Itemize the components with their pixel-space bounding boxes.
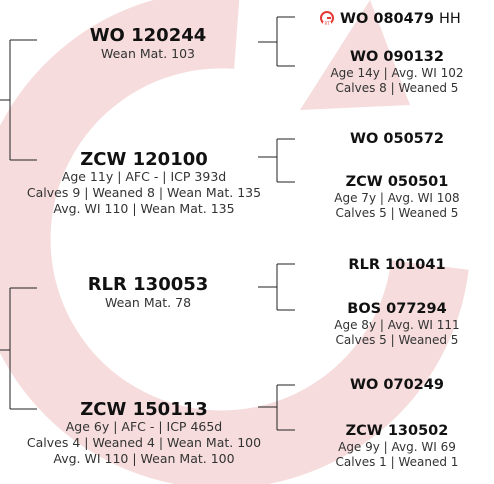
animal-id[interactable]: RLR 130053 [87, 274, 209, 295]
animal-detail-line: Wean Mat. 103 [100, 46, 196, 61]
ancestor-node[interactable]: WO 050572 [300, 130, 494, 148]
animal-detail-line: Avg. WI 110 | Wean Mat. 100 [53, 451, 235, 466]
animal-detail-line: Age 14y | Avg. WI 102 [330, 66, 464, 80]
animal-id[interactable]: ZCW 130502 [345, 423, 449, 439]
animal-detail-line: Age 9y | Avg. WI 69 [338, 440, 456, 454]
ancestor-node[interactable]: BOS 077294 Age 8y | Avg. WI 111 Calves 5… [300, 300, 494, 348]
animal-detail-line: Calves 5 | Weaned 5 [335, 333, 459, 347]
animal-id[interactable]: WO 120244 [89, 25, 207, 46]
sire-node[interactable]: WO 120244 Wean Mat. 103 [48, 26, 248, 62]
dam-node[interactable]: ZCW 150113 Age 6y | AFC - | ICP 465d Cal… [4, 401, 284, 467]
ancestor-node[interactable]: WO 070249 [300, 376, 494, 394]
animal-id[interactable]: ZCW 120100 [80, 149, 208, 170]
animal-detail-line: Calves 1 | Weaned 1 [335, 455, 459, 469]
animal-detail-line: Age 11y | AFC - | ICP 393d [61, 169, 227, 184]
ancestor-node[interactable]: RLR 101041 [300, 256, 494, 274]
ancestor-node[interactable]: ZCW 130502 Age 9y | Avg. WI 69 Calves 1 … [300, 422, 494, 470]
animal-detail-line: Calves 5 | Weaned 5 [335, 206, 459, 220]
animal-detail-line: Calves 8 | Weaned 5 [335, 81, 459, 95]
animal-id[interactable]: BOS 077294 [347, 301, 447, 317]
animal-detail-line: Age 6y | AFC - | ICP 465d [65, 419, 223, 434]
ancestor-node[interactable]: RT WO 080479 HH [320, 8, 494, 28]
animal-detail-line: Wean Mat. 78 [104, 295, 192, 310]
animal-detail-line: Calves 9 | Weaned 8 | Wean Mat. 135 [26, 185, 262, 200]
ancestor-node[interactable]: ZCW 050501 Age 7y | Avg. WI 108 Calves 5… [300, 173, 494, 221]
sire-of-dam-node[interactable]: RLR 130053 Wean Mat. 78 [48, 275, 248, 311]
animal-detail-line: Calves 4 | Weaned 4 | Wean Mat. 100 [26, 435, 262, 450]
svg-text:RT: RT [325, 21, 330, 25]
animal-detail-line: Age 7y | Avg. WI 108 [334, 191, 460, 205]
animal-detail-line: Age 8y | Avg. WI 111 [334, 318, 460, 332]
dam-of-sire-node[interactable]: ZCW 120100 Age 11y | AFC - | ICP 393d Ca… [4, 151, 284, 217]
animal-id[interactable]: ZCW 150113 [80, 399, 208, 420]
animal-id[interactable]: WO 070249 [350, 377, 444, 393]
animal-id[interactable]: RLR 101041 [348, 257, 446, 273]
animal-id[interactable]: WO 090132 [350, 49, 444, 65]
animal-id[interactable]: WO 050572 [350, 131, 444, 147]
animal-suffix: HH [439, 11, 461, 27]
animal-id[interactable]: ZCW 050501 [345, 174, 449, 190]
animal-id[interactable]: WO 080479 [340, 11, 434, 27]
ancestor-node[interactable]: WO 090132 Age 14y | Avg. WI 102 Calves 8… [300, 48, 494, 96]
animal-detail-line: Avg. WI 110 | Wean Mat. 135 [53, 201, 235, 216]
registered-badge-icon: RT [320, 10, 334, 26]
